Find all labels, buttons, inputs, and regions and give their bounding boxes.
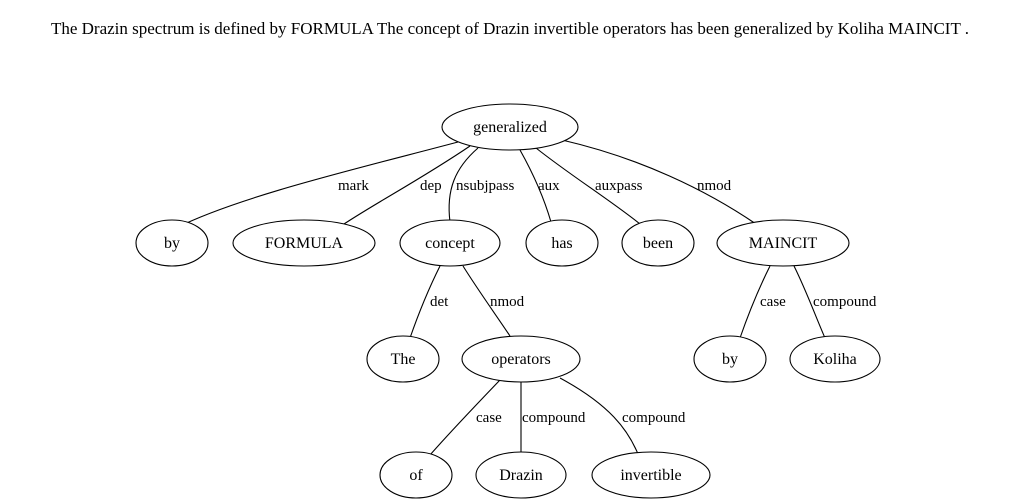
edge-nsubjpass [448,147,479,223]
node-been: been [621,219,695,267]
node-drazin: Drazin [475,451,567,499]
node-label-maincit: MAINCIT [749,235,818,252]
node-of: of [379,451,453,499]
edge-compound-maincit [793,265,826,339]
node-label-drazin: Drazin [499,467,543,484]
node-by-2: by [693,335,767,383]
edge-label-case-operators: case [476,410,502,426]
edge-label-nmod-concept: nmod [490,294,525,310]
edge-label-compound-maincit: compound [813,294,877,310]
edge-label-case-maincit: case [760,294,786,310]
edge-label-auxpass: auxpass [595,178,643,194]
edge-case-operators [429,379,501,456]
edge-label-dep: dep [420,178,442,194]
node-the: The [366,335,440,383]
node-label-koliha: Koliha [813,351,857,368]
edge-nmod-concept [462,265,511,337]
node-label-the: The [391,351,416,368]
node-formula: FORMULA [232,219,376,267]
node-maincit: MAINCIT [716,219,850,267]
edge-label-nmod-root: nmod [697,178,732,194]
edge-label-nsubjpass: nsubjpass [456,178,515,194]
node-invertible: invertible [591,451,711,499]
node-operators: operators [461,335,581,383]
edge-nmod-root [561,139,757,225]
edge-aux [519,149,552,223]
node-label-concept: concept [425,235,475,252]
edge-compound-invertible [559,377,639,455]
node-label-generalized: generalized [473,119,547,136]
edge-labels: mark dep nsubjpass aux auxpass nmod det … [338,178,877,426]
edges [175,139,826,456]
sentence-caption: The Drazin spectrum is defined by FORMUL… [51,19,969,38]
node-label-by-1: by [164,235,180,252]
node-label-operators: operators [491,351,551,368]
node-label-invertible: invertible [620,467,681,484]
node-label-of: of [409,467,423,484]
node-label-formula: FORMULA [265,235,344,252]
edge-dep [337,145,471,229]
edge-case-maincit [739,265,771,339]
node-has: has [525,219,599,267]
node-label-has: has [551,235,572,252]
edge-det [409,265,441,339]
edge-label-det: det [430,294,449,310]
edge-label-aux: aux [538,178,560,194]
node-label-by-2: by [722,351,738,368]
node-concept: concept [399,219,501,267]
edge-mark [175,141,459,229]
node-label-been: been [643,235,673,252]
edge-label-mark: mark [338,178,369,194]
edge-label-compound-invertible: compound [622,410,686,426]
node-generalized: generalized [441,103,579,151]
edge-label-compound-drazin: compound [522,410,586,426]
node-koliha: Koliha [789,335,881,383]
edge-auxpass [535,147,641,225]
node-by-1: by [135,219,209,267]
